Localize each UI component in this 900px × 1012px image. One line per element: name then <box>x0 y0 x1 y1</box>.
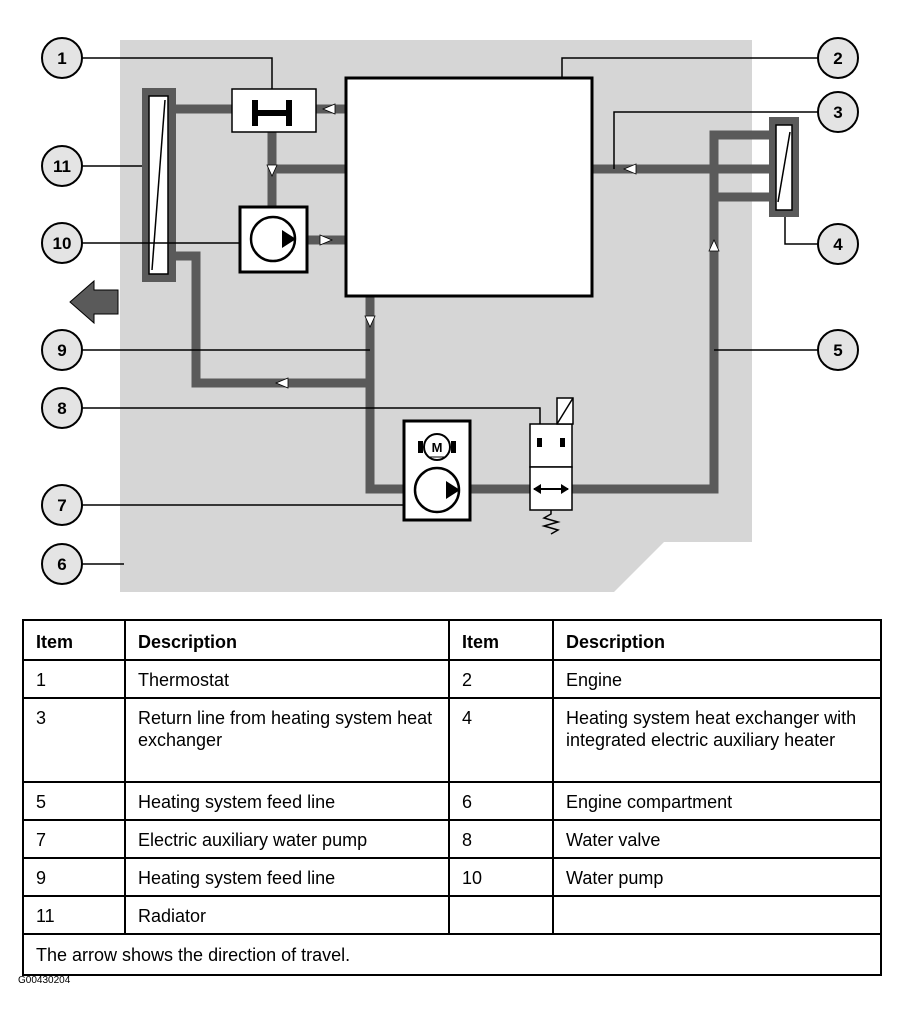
water-pump <box>238 205 309 274</box>
table-cell: Engine <box>552 659 882 699</box>
table-note-row: The arrow shows the direction of travel. <box>22 933 882 976</box>
header-item: Item <box>22 619 126 661</box>
table-cell: 2 <box>448 659 554 699</box>
heating-feed-line-5 <box>572 197 719 494</box>
header-description: Description <box>124 619 450 661</box>
flow-arrow <box>364 315 376 328</box>
table-cell: Return line from heating system heat exc… <box>124 697 450 783</box>
table-cell: 6 <box>448 781 554 821</box>
motor-label: M <box>432 440 443 455</box>
table-cell: 10 <box>448 857 554 897</box>
header-item: Item <box>448 619 554 661</box>
table-row: 5 Heating system feed line 6 Engine comp… <box>22 781 882 821</box>
callout-10: 10 <box>41 222 83 264</box>
electric-auxiliary-water-pump: M <box>402 419 472 522</box>
svg-text:7: 7 <box>57 496 66 515</box>
flow-arrow <box>266 164 278 177</box>
table-cell: Engine compartment <box>552 781 882 821</box>
callout-9: 9 <box>41 329 83 371</box>
callout-7: 7 <box>41 484 83 526</box>
heating-feed-line-9 <box>365 296 404 494</box>
header-description: Description <box>552 619 882 661</box>
heat-exchanger-loop <box>709 130 778 202</box>
svg-text:10: 10 <box>53 234 72 253</box>
table-cell: Radiator <box>124 895 450 935</box>
travel-direction-arrow <box>69 279 119 325</box>
table-row: 3 Return line from heating system heat e… <box>22 697 882 783</box>
table-cell <box>448 895 554 935</box>
svg-text:6: 6 <box>57 555 66 574</box>
table-cell: 11 <box>22 895 126 935</box>
table-row: 9 Heating system feed line 10 Water pump <box>22 857 882 897</box>
table-row: 7 Electric auxiliary water pump 8 Water … <box>22 819 882 859</box>
callout-2: 2 <box>817 37 859 79</box>
table-cell: 1 <box>22 659 126 699</box>
table-cell: Heating system feed line <box>124 781 450 821</box>
table-cell: 7 <box>22 819 126 859</box>
svg-text:4: 4 <box>833 235 843 254</box>
flow-arrows <box>266 103 720 389</box>
table-cell: Thermostat <box>124 659 450 699</box>
flow-arrow <box>708 239 720 252</box>
leader-lines <box>82 57 818 565</box>
heat-exchanger <box>769 117 799 217</box>
legend-table: Item Description Item Description 1 Ther… <box>22 619 882 976</box>
radiator <box>142 88 176 282</box>
table-cell: 9 <box>22 857 126 897</box>
table-cell: Water pump <box>552 857 882 897</box>
flow-arrow <box>319 234 334 246</box>
table-cell: 8 <box>448 819 554 859</box>
table-cell: Heating system heat exchanger with integ… <box>552 697 882 783</box>
table-note: The arrow shows the direction of travel. <box>22 933 882 976</box>
thermostat <box>231 88 317 133</box>
engine-block <box>344 76 594 298</box>
figure-id: G00430204 <box>18 975 71 986</box>
svg-text:8: 8 <box>57 399 66 418</box>
water-valve <box>529 397 574 535</box>
svg-text:2: 2 <box>833 49 842 68</box>
coolant-circuit-diagram: M 1 2 <box>41 37 859 592</box>
callout-4: 4 <box>817 223 859 265</box>
svg-text:1: 1 <box>57 49 66 68</box>
table-cell: 4 <box>448 697 554 783</box>
svg-text:9: 9 <box>57 341 66 360</box>
callout-6: 6 <box>41 543 83 585</box>
table-header-row: Item Description Item Description <box>22 619 882 661</box>
callout-11: 11 <box>41 145 83 187</box>
table-cell: 5 <box>22 781 126 821</box>
flow-arrow <box>321 103 336 115</box>
table-cell: Electric auxiliary water pump <box>124 819 450 859</box>
callout-3: 3 <box>817 91 859 133</box>
flow-arrow <box>274 377 289 389</box>
table-row: 11 Radiator <box>22 895 882 935</box>
table-cell: 3 <box>22 697 126 783</box>
flow-arrow <box>622 163 637 175</box>
callout-1: 1 <box>41 37 83 79</box>
table-row: 1 Thermostat 2 Engine <box>22 659 882 699</box>
svg-text:5: 5 <box>833 341 842 360</box>
table-cell <box>552 895 882 935</box>
callout-5: 5 <box>817 329 859 371</box>
callout-8: 8 <box>41 387 83 429</box>
engine-compartment <box>120 40 752 592</box>
svg-text:3: 3 <box>833 103 842 122</box>
svg-text:11: 11 <box>53 157 71 176</box>
table-cell: Water valve <box>552 819 882 859</box>
table-cell: Heating system feed line <box>124 857 450 897</box>
